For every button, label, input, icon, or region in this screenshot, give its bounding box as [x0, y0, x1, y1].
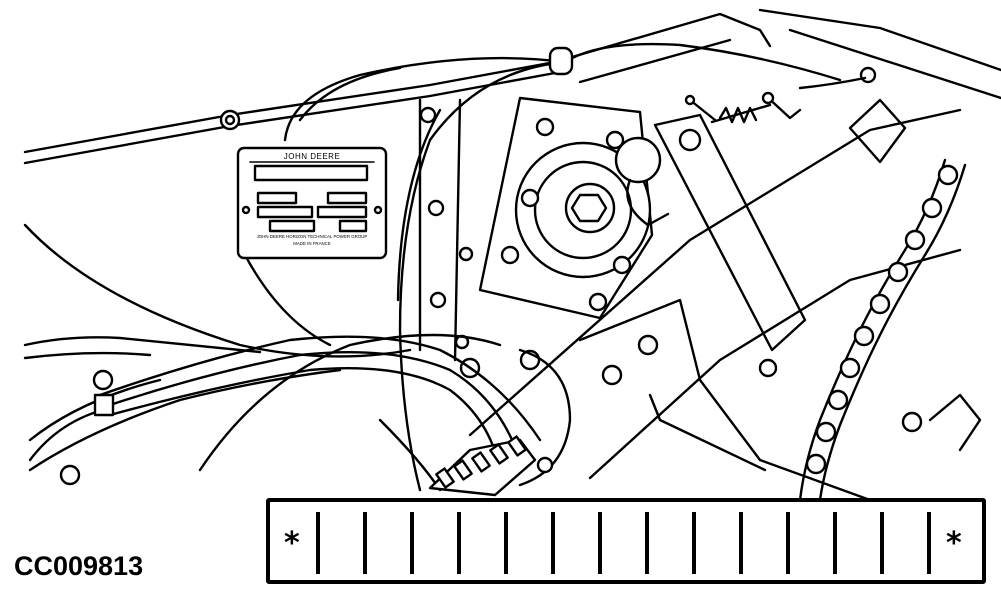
- main-beam: [459, 66, 982, 502]
- legend-tick: [598, 512, 602, 574]
- legend-tick: [363, 512, 367, 574]
- housing: [23, 66, 462, 472]
- legend-tick: [833, 512, 837, 574]
- linkage-arm: [614, 91, 807, 352]
- legend-tick: [504, 512, 508, 574]
- legend-tick: [880, 512, 884, 574]
- figure-id: CC009813: [14, 551, 144, 581]
- connector-block: [428, 435, 554, 497]
- legend-tick: [551, 512, 555, 574]
- gearbox-mount: [478, 96, 654, 320]
- legend-tick: [645, 512, 649, 574]
- legend-tick: [410, 512, 414, 574]
- legend-tick: [927, 512, 931, 574]
- asterisk-right-icon: *: [946, 526, 962, 561]
- legend-tick: [786, 512, 790, 574]
- legend-tick: [316, 512, 320, 574]
- legend-bar: * *: [266, 498, 986, 584]
- asterisk-left-icon: *: [284, 526, 300, 561]
- legend-tick: [692, 512, 696, 574]
- drive-chain: [798, 158, 967, 502]
- identification-plate: [236, 146, 388, 260]
- frame-bolts: [59, 106, 474, 486]
- legend-tick: [457, 512, 461, 574]
- legend-tick: [739, 512, 743, 574]
